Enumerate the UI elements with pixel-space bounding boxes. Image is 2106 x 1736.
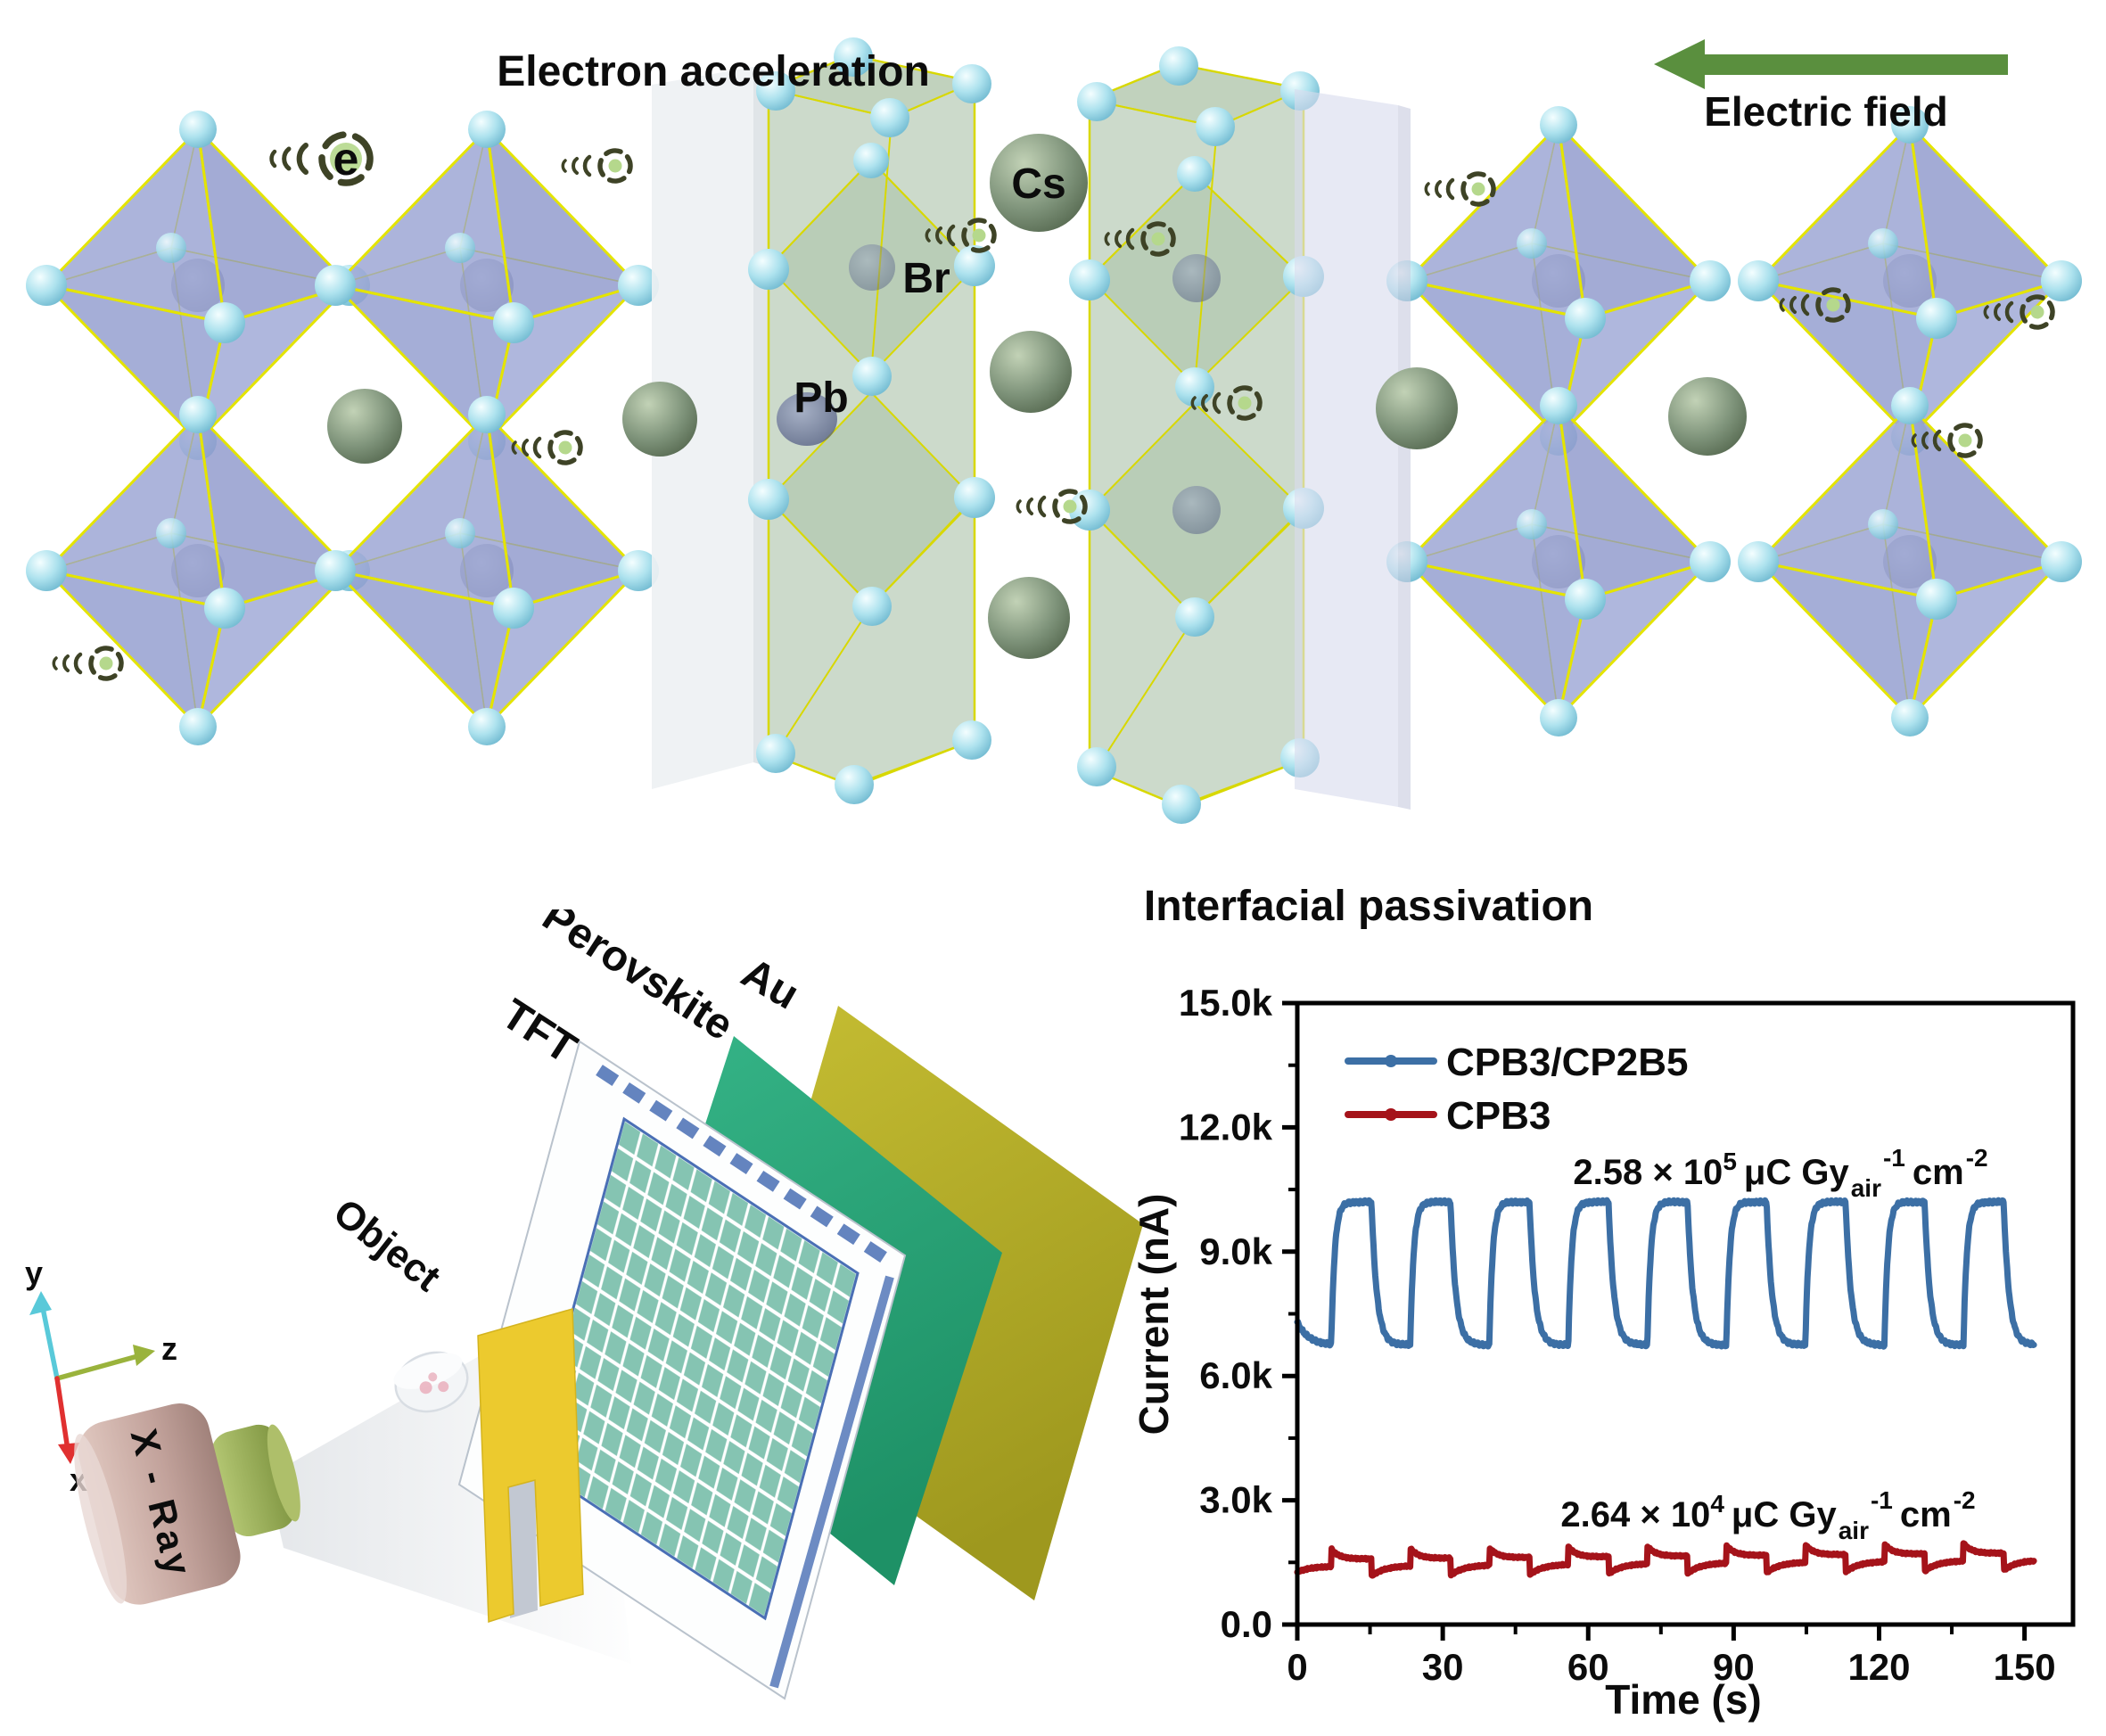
x-tick-label: 120 xyxy=(1847,1646,1910,1688)
passivation-plane-right xyxy=(1295,89,1411,810)
sample-arch xyxy=(477,1308,584,1624)
electric-field-label: Electric field xyxy=(1704,88,1948,135)
x-tick-label: 0 xyxy=(1287,1646,1307,1688)
object-label: Object xyxy=(325,1190,448,1300)
au-label: Au xyxy=(734,950,807,1019)
legend-label-cpb3: CPB3 xyxy=(1446,1094,1551,1138)
legend-label-cpb3-cp2b5: CPB3/CP2B5 xyxy=(1446,1041,1688,1084)
x-tick-label: 60 xyxy=(1567,1646,1609,1688)
octahedron xyxy=(1736,385,2084,738)
chart-curves xyxy=(1294,1197,2037,1579)
electric-field-arrow xyxy=(1654,39,2008,89)
cesium-spheres xyxy=(327,331,1747,659)
interfacial-passivation-label: Interfacial passivation xyxy=(1144,883,1593,930)
series-CPB3 xyxy=(1294,1540,2037,1579)
chart-legend: CPB3/CP2B5 CPB3 xyxy=(1345,1041,1688,1138)
z-axis-label: z xyxy=(161,1330,177,1367)
legend-marker-cpb3-cp2b5 xyxy=(1385,1055,1397,1067)
photocurrent-chart: 0.0 3.0k 6.0k 9.0k 12.0k 15.0k 0 30 60 90 120 150 C… xyxy=(1132,982,2076,1723)
xray-source: X - Ray xyxy=(74,1403,300,1605)
electron-icon-large: e xyxy=(269,131,374,186)
xray-detector-schematic: y z x X - Ray TFT Perovskite Au Object xyxy=(25,909,1143,1700)
pb-label: Pb xyxy=(794,374,848,422)
electron-icon xyxy=(53,642,127,684)
crystal-structure-scene: Cs e Electron acceleration Electric fiel… xyxy=(24,37,2084,930)
x-axis-title: Time (s) xyxy=(1605,1676,1762,1723)
br-label: Br xyxy=(902,255,950,302)
object-disc xyxy=(393,1351,469,1413)
x-axis-arrowhead xyxy=(58,1443,79,1464)
coordinate-axes xyxy=(29,1291,155,1464)
chart-axes: 0.0 3.0k 6.0k 9.0k 12.0k 15.0k 0 30 60 90 120 150 xyxy=(1179,982,2076,1688)
tft-circuit-traces xyxy=(596,1065,895,1268)
y-axis-label: y xyxy=(25,1255,43,1291)
passivation-plane-left xyxy=(652,67,769,789)
y-axis-arrowhead xyxy=(29,1291,52,1315)
y-tick-label: 6.0k xyxy=(1199,1354,1272,1396)
x-tick-label: 150 xyxy=(1994,1646,2056,1688)
cesium-sphere-labeled: Cs xyxy=(990,134,1088,232)
cp2b5-prism-left xyxy=(748,37,995,804)
electron-acceleration-label: Electron acceleration xyxy=(497,48,930,95)
cp2b5-prism-right xyxy=(1069,46,1324,824)
tft-edge-bus xyxy=(769,1275,894,1689)
legend-marker-cpb3 xyxy=(1385,1108,1397,1121)
y-tick-label: 3.0k xyxy=(1199,1479,1272,1521)
x-tick-label: 90 xyxy=(1713,1646,1755,1688)
y-tick-label: 12.0k xyxy=(1179,1106,1273,1148)
cs-label: Cs xyxy=(1011,160,1065,208)
x-tick-label: 30 xyxy=(1422,1646,1464,1688)
z-axis-arrowhead xyxy=(133,1345,155,1366)
y-tick-label: 0.0 xyxy=(1221,1603,1272,1645)
electron-label: e xyxy=(333,134,359,185)
y-tick-label: 15.0k xyxy=(1179,982,1273,1024)
tft-label: TFT xyxy=(493,991,585,1073)
electron-icon xyxy=(563,144,636,186)
y-axis-title: Current (nA) xyxy=(1132,1194,1177,1436)
series-CPB3/CP2B5 xyxy=(1294,1197,2037,1350)
y-tick-label: 9.0k xyxy=(1199,1230,1272,1272)
